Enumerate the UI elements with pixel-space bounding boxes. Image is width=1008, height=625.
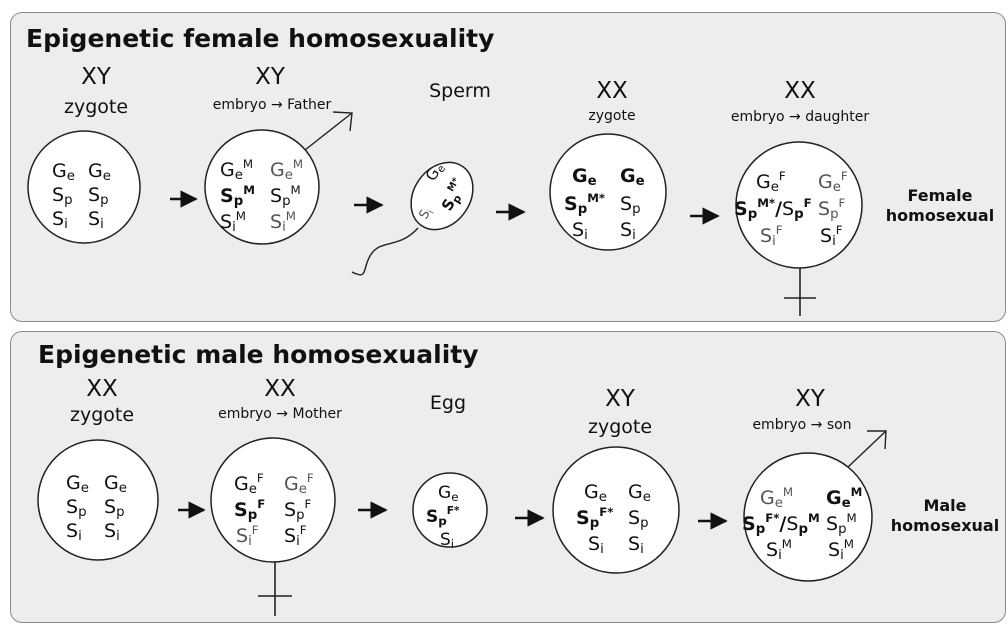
gene-si-f: SiF [760, 223, 783, 249]
gene-ge: Ge [438, 483, 459, 504]
bottom-stage5-chromosomes: XY [795, 386, 825, 412]
gene-si: Si [104, 520, 120, 544]
gene-ge-f: GeF [818, 169, 848, 195]
top-xy-zygote-cell [27, 130, 141, 244]
gene-ge-m: GeM [760, 485, 793, 511]
male-symbol-icon [847, 430, 887, 468]
gene-si-m: SiM [766, 537, 792, 563]
gene-si: Si [440, 530, 454, 551]
gene-sp-m: SpM [270, 183, 301, 209]
gene-sp-f: SpF [818, 196, 846, 222]
bottom-outcome: Male homosexual [891, 496, 999, 536]
top-stage2-chromosomes: XY [255, 64, 285, 90]
top-daughter-embryo-cell [735, 141, 863, 269]
gene-sp: Sp [66, 496, 87, 520]
gene-sp-m: SpM [826, 511, 857, 537]
gene-si-m: SiM [220, 209, 246, 235]
bottom-stage1-chromosomes: XX [86, 376, 118, 402]
female-symbol-icon [784, 268, 816, 316]
bottom-mother-embryo-cell [210, 437, 336, 563]
gene-si: Si [588, 533, 604, 557]
top-stage4-label: zygote [588, 108, 636, 124]
bottom-stage1-label: zygote [69, 404, 135, 426]
gene-ge-f: GeF [756, 169, 786, 195]
bottom-xy-zygote-cell [552, 446, 680, 574]
gene-sp: Sp [620, 193, 641, 217]
bottom-outcome-line1: Male [923, 496, 967, 515]
top-xx-zygote-cell [549, 133, 667, 251]
gene-ge-m: GeM [270, 157, 303, 183]
bottom-stage4-chromosomes: XY [605, 386, 635, 412]
gene-sp-m_star: SpM*/SpF [734, 196, 812, 222]
top-outcome-line2: homosexual [885, 206, 995, 225]
gene-ge: Ge [628, 481, 651, 505]
gene-ge-f: GeF [234, 471, 264, 497]
male-symbol-icon [304, 111, 353, 151]
gene-sp-f: SpF [284, 497, 312, 523]
top-stage1-label: zygote [63, 96, 129, 118]
bottom-son-embryo-cell [743, 452, 873, 582]
gene-si-f: SiF [284, 523, 307, 549]
gene-si-m: SiM [270, 209, 296, 235]
top-father-embryo-cell [204, 129, 320, 245]
gene-si: Si [66, 520, 82, 544]
gene-ge-f: GeF [284, 471, 314, 497]
gene-ge: Ge [572, 165, 597, 189]
gene-sp-f_star: SpF*/SpM [742, 511, 820, 537]
bottom-stage5-label: embryo → son [752, 417, 852, 433]
bottom-stage2-chromosomes: XX [264, 376, 296, 402]
top-stage4-chromosomes: XX [596, 78, 628, 104]
top-stage3-label: Sperm [429, 80, 491, 102]
top-stage5-chromosomes: XX [784, 78, 816, 104]
female-symbol-icon [258, 562, 292, 616]
bottom-xx-zygote-cell [37, 439, 159, 561]
gene-si: Si [88, 208, 104, 232]
sperm-cell [410, 161, 474, 231]
gene-ge: Ge [52, 160, 75, 184]
gene-ge: Ge [88, 160, 111, 184]
sperm-tail [351, 227, 419, 276]
gene-sp-f_star: SpF* [576, 505, 613, 531]
bottom-stage2-label: embryo → Mother [218, 406, 342, 422]
gene-sp: Sp [88, 184, 109, 208]
gene-sp: Sp [628, 507, 649, 531]
gene-si-f: SiF [820, 223, 843, 249]
gene-sp-m_star: SpM* [564, 191, 605, 217]
gene-sp-m: SpM [220, 183, 255, 209]
gene-si: Si [52, 208, 68, 232]
gene-si-m: SiM [828, 537, 854, 563]
gene-si: Si [572, 219, 588, 243]
gene-si: Si [628, 533, 644, 557]
gene-sp-f: SpF [234, 497, 265, 523]
gene-ge-m: GeM [826, 485, 862, 511]
top-outcome-line1: Female [907, 186, 973, 205]
gene-ge: Ge [66, 472, 89, 496]
gene-ge: Ge [620, 165, 645, 189]
gene-ge: Ge [584, 481, 607, 505]
gene-sp-f_star: SpF* [426, 505, 460, 528]
gene-sp: Sp [52, 184, 73, 208]
top-stage1-chromosomes: XY [81, 64, 111, 90]
egg-cell [412, 472, 488, 548]
gene-ge-m: GeM [220, 157, 253, 183]
gene-si-f: SiF [236, 523, 259, 549]
bottom-outcome-line2: homosexual [890, 516, 1000, 535]
top-stage5-label: embryo → daughter [730, 109, 870, 125]
panel-title-male: Epigenetic male homosexuality [38, 340, 479, 369]
bottom-stage4-label: zygote [587, 416, 653, 438]
top-outcome: Female homosexual [886, 186, 994, 226]
panel-title-female: Epigenetic female homosexuality [26, 24, 495, 53]
bottom-stage3-label: Egg [429, 392, 467, 414]
top-stage2-label: embryo → Father [212, 97, 332, 113]
gene-si: Si [620, 219, 636, 243]
gene-ge: Ge [104, 472, 127, 496]
gene-sp: Sp [104, 496, 125, 520]
